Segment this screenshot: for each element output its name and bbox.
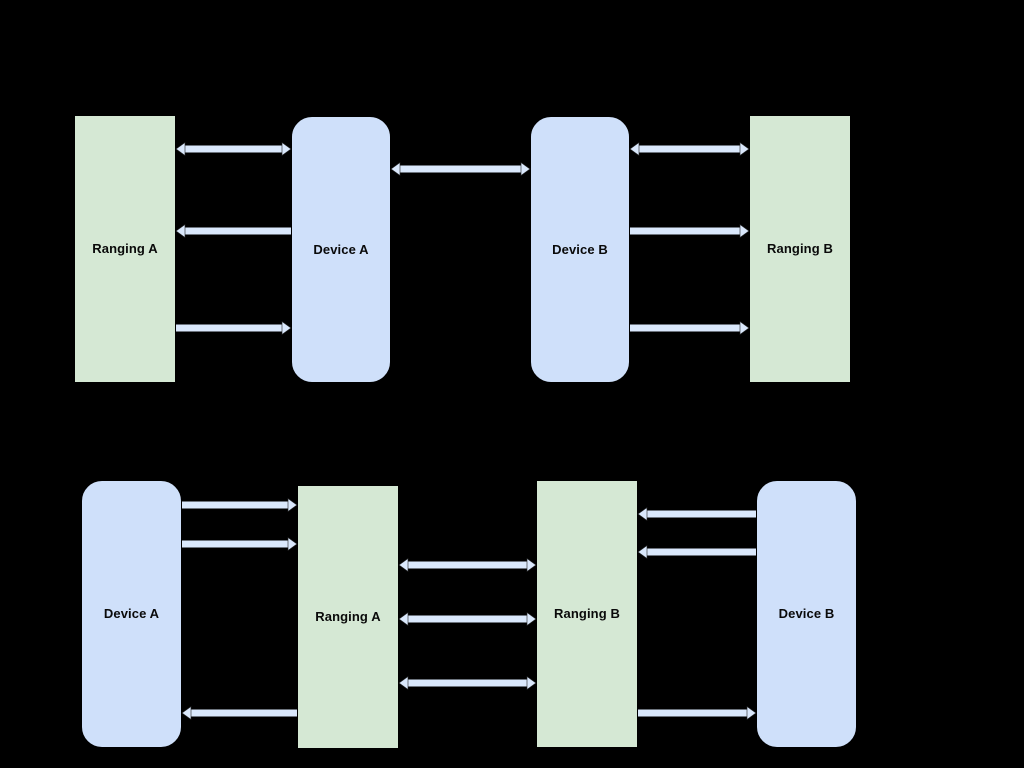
edge-b-e9 [638,705,757,721]
arrowhead-left-t-e5 [629,141,640,157]
node-t-ranging-b[interactable]: Ranging B [750,116,850,382]
arrowhead-left-b-e4 [398,557,409,573]
arrowhead-left-t-e2 [175,223,186,239]
arrowhead-left-b-e7 [637,506,648,522]
node-label-b-ranging-a: Ranging A [315,609,381,625]
arrowhead-right-b-e1 [287,497,298,513]
node-label-b-ranging-b: Ranging B [554,606,620,622]
edge-t-e4 [390,161,531,177]
arrowhead-left-b-e3 [181,705,192,721]
arrowhead-right-t-e5 [739,141,750,157]
edge-b-e2 [182,536,298,552]
node-label-t-ranging-a: Ranging A [92,241,158,257]
node-label-b-device-b: Device B [778,606,835,622]
edge-t-e6 [630,223,750,239]
node-t-device-a[interactable]: Device A [292,117,390,382]
edge-t-e1 [175,141,292,157]
node-label-t-device-b: Device B [552,241,608,257]
arrowhead-right-b-e5 [526,611,537,627]
arrowhead-left-b-e6 [398,675,409,691]
edge-b-e7 [637,506,756,522]
edge-t-e2 [175,223,291,239]
arrowhead-left-t-e1 [175,141,186,157]
arrowhead-left-b-e5 [398,611,409,627]
node-b-ranging-b[interactable]: Ranging B [537,481,637,747]
edge-b-e3 [181,705,297,721]
edge-b-e8 [637,544,756,560]
node-b-device-b[interactable]: Device B [757,481,856,747]
arrowhead-right-t-e6 [739,223,750,239]
node-t-ranging-a[interactable]: Ranging A [75,116,175,382]
arrowhead-right-b-e6 [526,675,537,691]
edge-b-e1 [182,497,298,513]
edge-t-e7 [630,320,750,336]
edge-t-e3 [176,320,292,336]
edge-b-e4 [398,557,537,573]
edge-b-e6 [398,675,537,691]
node-label-b-device-a: Device A [103,606,160,622]
node-b-device-a[interactable]: Device A [82,481,181,747]
arrowhead-right-b-e2 [287,536,298,552]
arrowhead-left-t-e4 [390,161,401,177]
node-t-device-b[interactable]: Device B [531,117,629,382]
node-label-t-ranging-b: Ranging B [767,241,833,257]
arrowhead-right-t-e3 [281,320,292,336]
arrowhead-right-t-e1 [281,141,292,157]
edge-b-e5 [398,611,537,627]
arrowhead-right-t-e7 [739,320,750,336]
node-label-t-device-a: Device A [313,241,369,257]
edge-t-e5 [629,141,750,157]
arrowhead-right-t-e4 [520,161,531,177]
arrowhead-right-b-e4 [526,557,537,573]
arrowhead-left-b-e8 [637,544,648,560]
node-b-ranging-a[interactable]: Ranging A [298,486,398,748]
arrowhead-right-b-e9 [746,705,757,721]
